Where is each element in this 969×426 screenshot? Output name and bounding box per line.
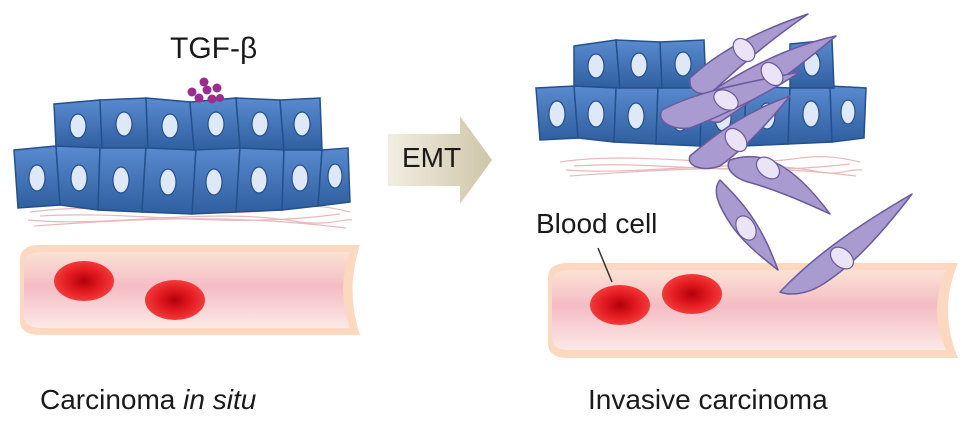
mesenchymal-cell-7: [779, 193, 913, 295]
blood-cell-pointer: [597, 247, 613, 283]
right-panel: [535, 13, 958, 358]
blood-cell-right-2: [662, 274, 722, 314]
emt-label: EMT: [402, 142, 462, 173]
left-caption-main: Carcinoma: [40, 384, 184, 415]
nuclei-left: [28, 111, 343, 196]
left-caption: Carcinoma in situ: [40, 384, 256, 416]
blood-cell-left-2: [145, 280, 205, 320]
blood-cell-left-1: [54, 261, 114, 301]
mesenchymal-nuclei: [713, 37, 855, 270]
blood-cell-right-1: [590, 285, 650, 325]
blood-vessel-left: [20, 245, 360, 335]
emt-arrow: [388, 116, 492, 204]
right-caption: Invasive carcinoma: [588, 384, 828, 415]
blood-vessel-right: [548, 263, 958, 358]
left-panel: [13, 77, 360, 335]
tgf-beta-label: TGF-β: [170, 32, 258, 65]
blood-cell-label: Blood cell: [536, 208, 658, 239]
left-caption-italic: in situ: [183, 384, 257, 415]
tgf-beta-molecules: [187, 77, 224, 104]
